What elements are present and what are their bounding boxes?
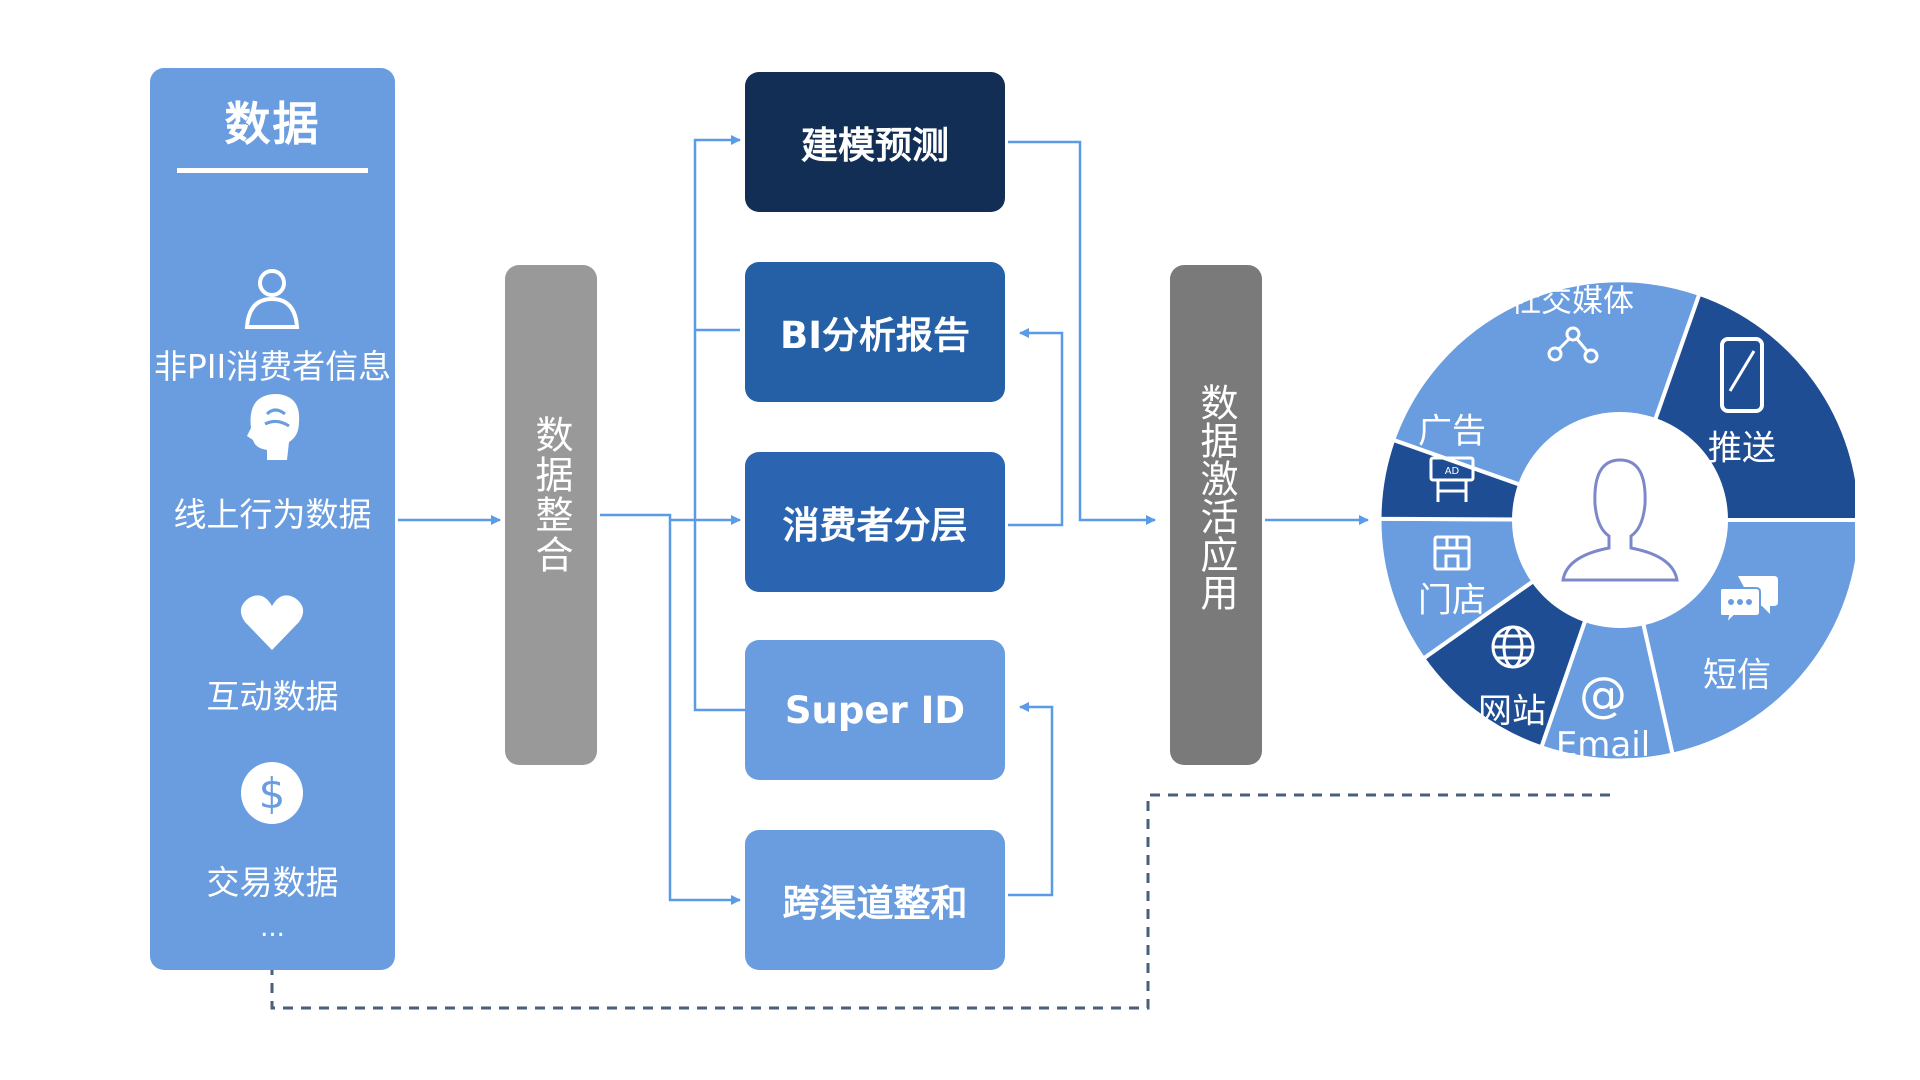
heart-icon — [240, 595, 304, 650]
module-label: Super ID — [784, 688, 966, 732]
module-label: 跨渠道整和 — [782, 882, 968, 925]
smartphone-icon[interactable] — [1718, 335, 1766, 415]
data-panel-title: 数据 — [224, 97, 321, 151]
feedback-loop-dashed — [261, 793, 1610, 1010]
module-super-id[interactable]: Super ID — [745, 640, 1005, 780]
module-label: 消费者分层 — [782, 504, 968, 547]
person-silhouette-icon — [1561, 458, 1679, 582]
arrow-crosschannel-to-superid — [1008, 702, 1054, 897]
arrow-branch-up-to-modeling — [693, 140, 740, 520]
channel-label-website: 网站 — [1478, 691, 1546, 732]
person-outline-icon — [244, 269, 300, 329]
channel-label-push: 推送 — [1708, 428, 1776, 469]
more-sources-ellipsis: ... — [260, 913, 285, 943]
module-cross-channel[interactable]: 跨渠道整和 — [745, 830, 1005, 970]
module-label: 建模预测 — [801, 124, 949, 167]
channel-label-social: 社交媒体 — [1510, 283, 1634, 320]
module-modeling-prediction[interactable]: 建模预测 — [745, 72, 1005, 212]
chat-bubbles-icon[interactable] — [1718, 572, 1780, 628]
arrow-modeling-to-activation — [1008, 140, 1156, 525]
activation-bar: 数据激活应用 — [1170, 265, 1262, 765]
source-label-online-behavior: 线上行为数据 — [173, 495, 372, 534]
channel-label-ad: 广告 — [1418, 411, 1486, 452]
data-sources-panel: 数据 非PII消费者信息 线上行为数据 互动数据 $ 交易数据 ... — [150, 68, 395, 970]
arrow-branch-superid — [693, 520, 745, 712]
title-divider — [177, 168, 368, 173]
channel-label-sms: 短信 — [1703, 655, 1771, 696]
dollar-coin-icon: $ — [241, 762, 303, 824]
billboard-icon[interactable]: AD — [1428, 455, 1476, 505]
storefront-icon[interactable] — [1432, 534, 1472, 572]
activation-bar-label: 数据激活应用 — [1194, 383, 1238, 611]
social-network-icon — [1547, 326, 1599, 364]
module-bi-report[interactable]: BI分析报告 — [745, 262, 1005, 402]
svg-text:AD: AD — [1445, 466, 1460, 477]
source-label-transaction: 交易数据 — [206, 863, 339, 902]
globe-icon[interactable] — [1490, 624, 1536, 670]
head-brain-icon — [247, 394, 300, 460]
channel-label-email: Email — [1555, 725, 1651, 765]
integration-bar-label: 数据整合 — [529, 415, 573, 575]
source-label-consumer-info: 非PII消费者信息 — [153, 347, 392, 386]
svg-text:$: $ — [259, 769, 286, 818]
module-label: BI分析报告 — [780, 314, 970, 357]
channel-label-store: 门店 — [1418, 580, 1486, 621]
module-consumer-segmentation[interactable]: 消费者分层 — [745, 452, 1005, 592]
integration-bar: 数据整合 — [505, 265, 597, 765]
arrow-integration-to-modules — [600, 513, 741, 905]
arrow-segmentation-to-bi — [1008, 328, 1064, 527]
segment-email — [1538, 512, 1675, 763]
at-sign-icon[interactable]: @ — [1579, 667, 1627, 723]
source-label-interaction: 互动数据 — [206, 677, 339, 716]
